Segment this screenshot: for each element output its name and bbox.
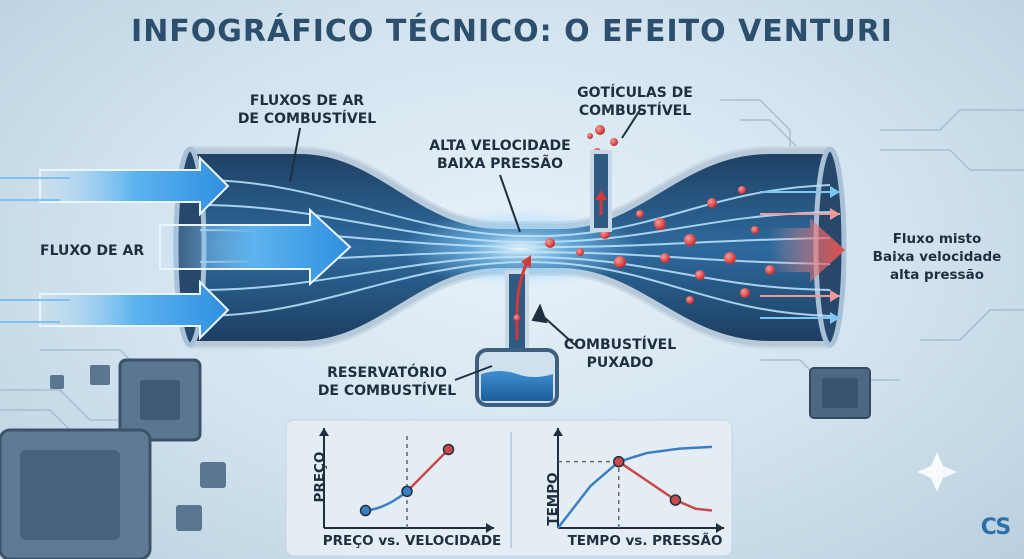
label-fuel-pulled-line1: COMBUSTÍVEL [563, 337, 677, 353]
chart1-ylabel: PREÇO [312, 451, 328, 503]
sparkle-icon [917, 452, 957, 492]
fuel-droplets [545, 125, 775, 304]
label-throat-line2: BAIXA PRESSÃO [436, 156, 564, 172]
x-axis-arrow [716, 523, 724, 533]
data-point [442, 443, 455, 456]
chart1-xlabel: PREÇO vs. VELOCIDADE [322, 533, 502, 549]
label-mixed-flow: Fluxo misto Baixa velocidade alta pressã… [852, 230, 1022, 284]
chart-time-pressure [553, 428, 724, 533]
label-droplets: GOTÍCULAS DE COMBUSTÍVEL [570, 84, 700, 120]
data-point [401, 485, 413, 498]
chart2-xlabel: TEMPO vs. PRESSÃO [567, 533, 723, 549]
logo-mark: CS [980, 515, 1011, 540]
data-point [669, 494, 682, 506]
data-point [613, 455, 625, 468]
x-axis-arrow [486, 523, 494, 533]
series-line-blue [557, 445, 712, 529]
label-air-flows-line1: FLUXOS DE AR [249, 93, 365, 109]
series-line-red [406, 448, 450, 493]
label-throat-line1: ALTA VELOCIDADE [429, 138, 571, 154]
label-reservoir: RESERVATÓRIO DE COMBUSTÍVEL [312, 364, 462, 400]
label-mixed-flow-line2: Baixa velocidade [872, 249, 1002, 265]
label-reservoir-line2: DE COMBUSTÍVEL [317, 383, 457, 399]
y-axis-arrow [319, 428, 329, 436]
outlet-arrows [760, 186, 845, 324]
chart-panel [285, 419, 733, 557]
chart-price-velocity [319, 428, 494, 533]
label-fuel-pulled-line2: PUXADO [586, 355, 654, 371]
label-mixed-flow-line3: alta pressão [890, 267, 984, 283]
label-droplets-line1: GOTÍCULAS DE [577, 85, 693, 101]
y-axis-arrow [553, 428, 563, 436]
upper-injector [590, 150, 612, 232]
fuel-reservoir [475, 255, 559, 407]
data-point [359, 504, 372, 517]
inlet-arrows [0, 155, 352, 341]
label-air-flows: FLUXOS DE AR DE COMBUSTÍVEL [232, 92, 382, 128]
label-throat: ALTA VELOCIDADE BAIXA PRESSÃO [425, 137, 575, 173]
chip-icon [0, 358, 871, 559]
chart2-ylabel: TEMPO [545, 472, 561, 526]
label-fuel-pulled: COMBUSTÍVEL PUXADO [555, 336, 685, 372]
brand-logo: CS [970, 517, 1020, 539]
label-reservoir-line1: RESERVATÓRIO [327, 365, 447, 381]
label-air-inlet: FLUXO DE AR [40, 243, 145, 259]
label-air-flows-line2: DE COMBUSTÍVEL [237, 111, 377, 127]
label-mixed-flow-line1: Fluxo misto [892, 231, 982, 247]
label-droplets-line2: COMBUSTÍVEL [578, 103, 692, 119]
page-title: INFOGRÁFICO TÉCNICO: O EFEITO VENTURI [131, 14, 893, 49]
leader-lines [289, 109, 641, 381]
